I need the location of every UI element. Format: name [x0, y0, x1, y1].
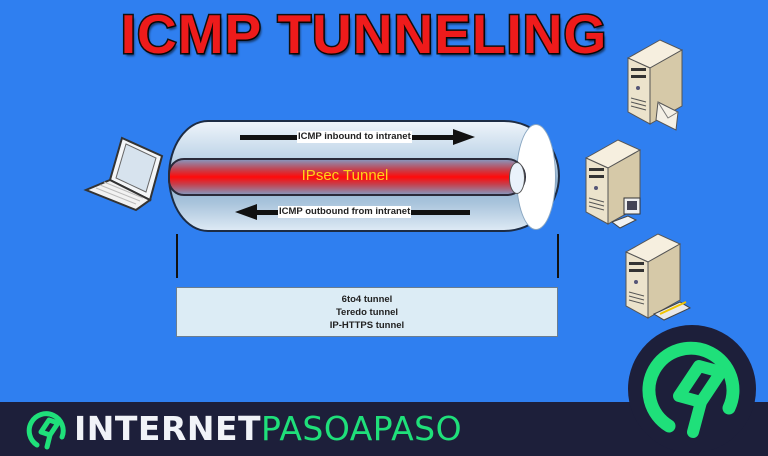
tunnel-type-ip-https: IP-HTTPS tunnel — [329, 319, 405, 331]
arrow-right-icon — [453, 129, 475, 145]
mail-server-icon — [626, 39, 684, 131]
ipsec-tunnel-label: IPsec Tunnel — [301, 167, 389, 184]
network-server-icon — [624, 233, 692, 321]
at-sign-logo-icon — [642, 341, 740, 438]
brand-logo[interactable]: INTERNET PASOAPASO — [26, 408, 462, 450]
transport-tunnels-box: 6to4 tunnel Teredo tunnel IP-HTTPS tunne… — [176, 287, 558, 337]
inbound-flow-label: ICMP inbound to intranet — [297, 131, 412, 143]
brand-name-part1: INTERNET — [74, 409, 262, 448]
diagram-title: ICMP TUNNELING — [119, 2, 608, 67]
ipsec-tunnel — [168, 158, 526, 196]
tunnel-type-6to4: 6to4 tunnel — [341, 293, 393, 305]
right-bracket-line — [557, 234, 559, 278]
arrow-left-icon — [235, 204, 257, 220]
brand-name-part2: PASOAPASO — [261, 409, 463, 448]
left-bracket-line — [176, 234, 178, 278]
outbound-flow-label: ICMP outbound from intranet — [278, 206, 412, 218]
workstation-server-icon — [584, 139, 642, 229]
at-sign-small-icon — [26, 411, 66, 450]
laptop-icon — [83, 136, 164, 212]
tunnel-type-teredo: Teredo tunnel — [335, 306, 399, 318]
ipsec-tunnel-opening — [509, 162, 525, 194]
